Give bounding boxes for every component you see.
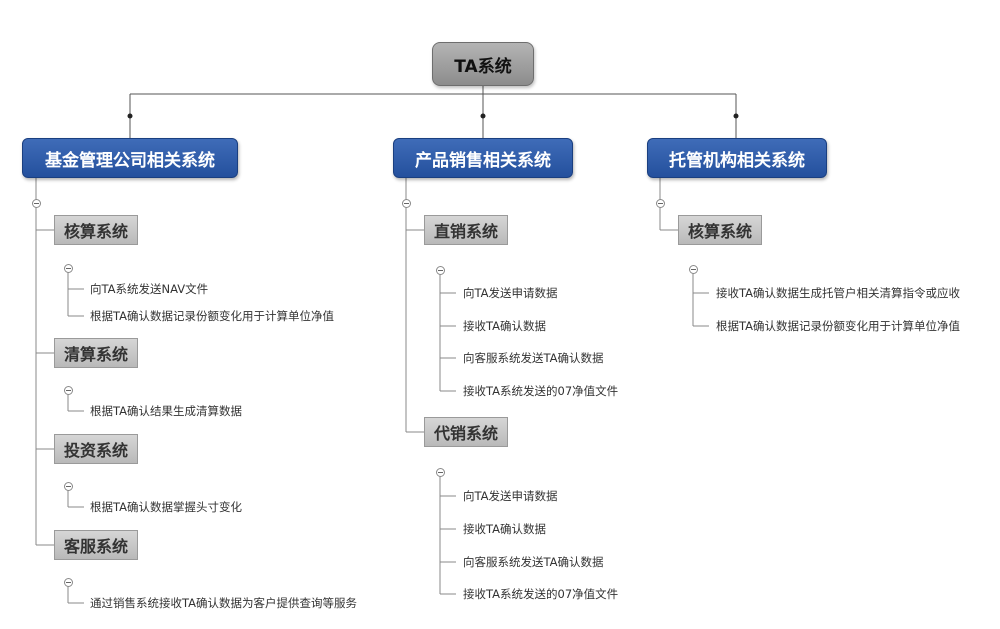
leaf-item: 向客服系统发送TA确认数据 — [463, 555, 604, 569]
leaf-item: 通过销售系统接收TA确认数据为客户提供查询等服务 — [90, 596, 357, 610]
subsystem-accounting[interactable]: 核算系统 — [54, 215, 138, 245]
leaf-item: 根据TA确认数据记录份额变化用于计算单位净值 — [90, 309, 334, 323]
collapse-toggle[interactable] — [436, 468, 445, 477]
collapse-toggle[interactable] — [32, 199, 41, 208]
subsystem-clearing[interactable]: 清算系统 — [54, 338, 138, 368]
leaf-item: 根据TA确认数据记录份额变化用于计算单位净值 — [716, 319, 960, 333]
collapse-toggle[interactable] — [64, 578, 73, 587]
leaf-item: 向TA发送申请数据 — [463, 286, 558, 300]
subsystem-customer-service[interactable]: 客服系统 — [54, 530, 138, 560]
collapse-toggle[interactable] — [64, 264, 73, 273]
leaf-item: 向TA发送申请数据 — [463, 489, 558, 503]
subsystem-direct-sales[interactable]: 直销系统 — [424, 215, 508, 245]
leaf-item: 接收TA确认数据 — [463, 522, 546, 536]
leaf-item: 向TA系统发送NAV文件 — [90, 282, 209, 296]
leaf-item: 接收TA系统发送的07净值文件 — [463, 587, 619, 601]
subsystem-custodian-accounting[interactable]: 核算系统 — [678, 215, 762, 245]
category-product-sales[interactable]: 产品销售相关系统 — [393, 138, 573, 178]
leaf-item: 接收TA确认数据 — [463, 319, 546, 333]
leaf-item: 接收TA确认数据生成托管户相关清算指令或应收 — [716, 286, 960, 300]
root-node[interactable]: TA系统 — [432, 42, 534, 86]
subsystem-investment[interactable]: 投资系统 — [54, 434, 138, 464]
collapse-toggle[interactable] — [436, 266, 445, 275]
leaf-item: 根据TA确认数据掌握头寸变化 — [90, 500, 242, 514]
category-fund-management[interactable]: 基金管理公司相关系统 — [22, 138, 238, 178]
collapse-toggle[interactable] — [402, 199, 411, 208]
category-custodian[interactable]: 托管机构相关系统 — [647, 138, 827, 178]
collapse-toggle[interactable] — [656, 199, 665, 208]
leaf-item: 向客服系统发送TA确认数据 — [463, 351, 604, 365]
leaf-item: 接收TA系统发送的07净值文件 — [463, 384, 619, 398]
subsystem-agency-sales[interactable]: 代销系统 — [424, 417, 508, 447]
collapse-toggle[interactable] — [689, 265, 698, 274]
collapse-toggle[interactable] — [64, 482, 73, 491]
collapse-toggle[interactable] — [64, 386, 73, 395]
leaf-item: 根据TA确认结果生成清算数据 — [90, 404, 242, 418]
